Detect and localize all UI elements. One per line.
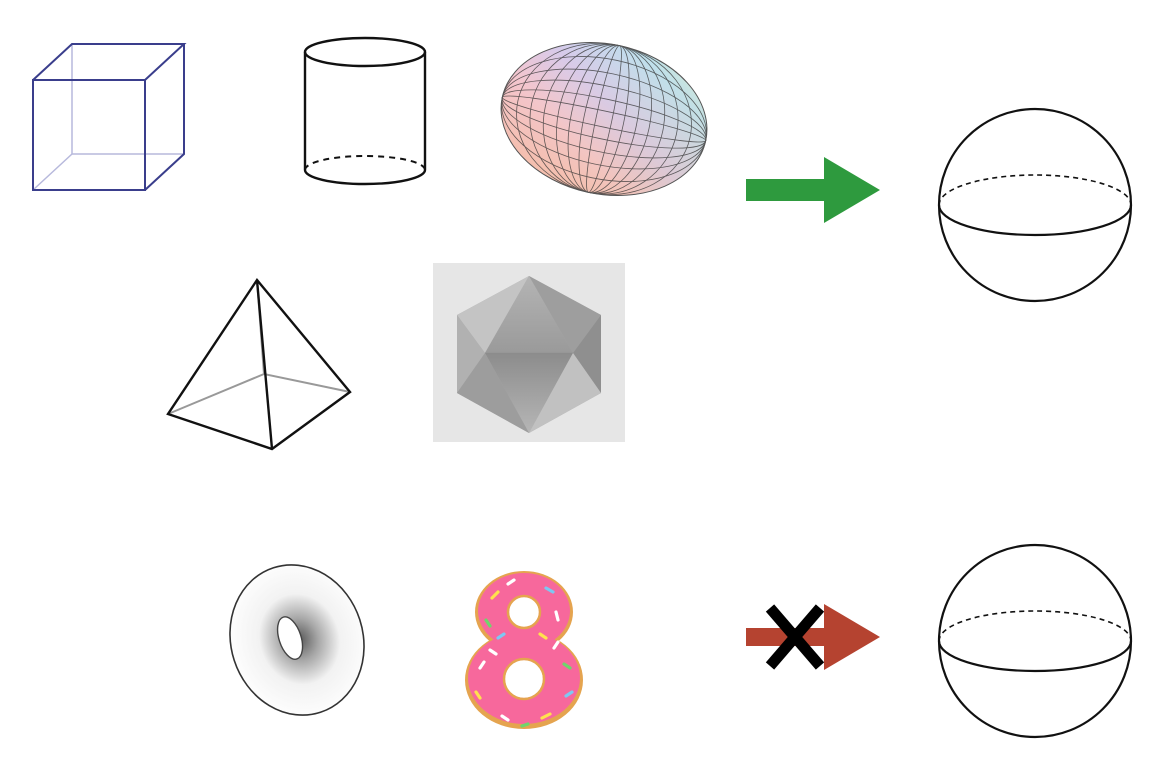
sphere-icon [937,107,1133,303]
icosahedron-tile [433,263,625,442]
green-arrow-icon [746,157,880,223]
cylinder-icon [303,36,427,186]
pyramid-icon [166,277,352,451]
icosahedron-icon [433,263,625,442]
sphere-icon [937,543,1133,739]
figure-eight-donut-icon [465,571,583,729]
torus-icon [229,564,365,716]
red-arrow-crossed-icon [746,604,880,670]
cube-icon [32,43,187,191]
ellipsoid-icon [500,42,708,196]
